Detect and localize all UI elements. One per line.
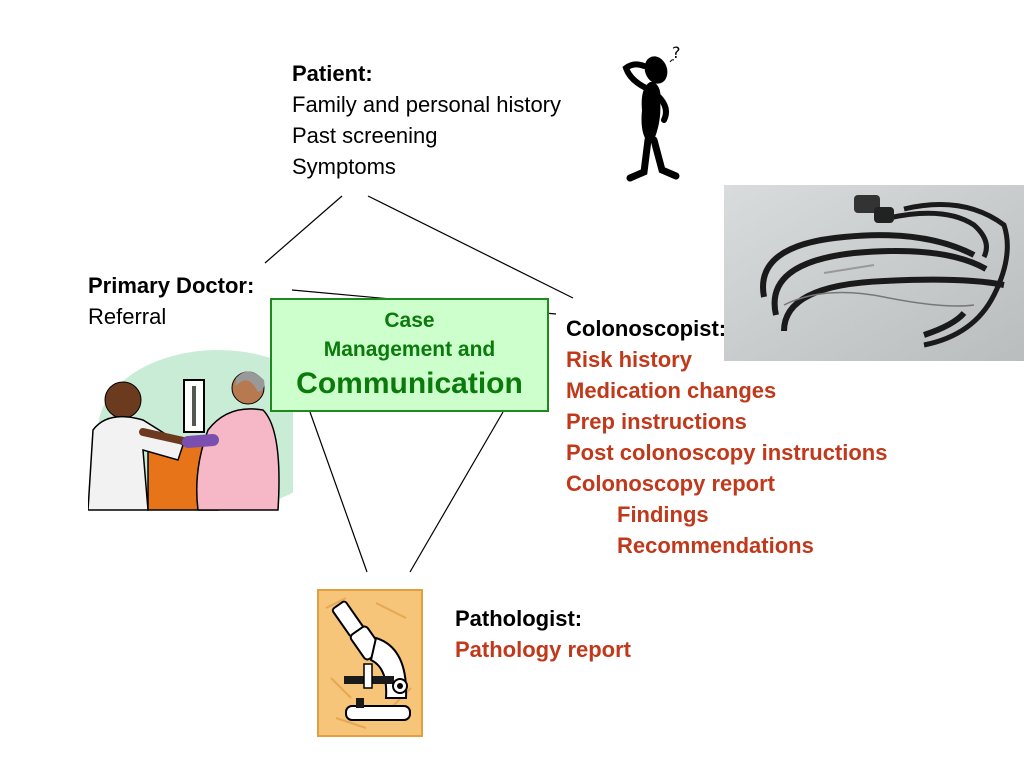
center-line-2: Management and (323, 338, 496, 361)
patient-item: Symptoms (292, 154, 396, 179)
colonoscopist-block: Colonoscopist: Risk history Medication c… (566, 313, 887, 561)
connector-patient-colonoscopist (367, 195, 574, 299)
center-line-3: Communication (296, 367, 523, 400)
colonoscopist-sub-item: Findings (617, 502, 709, 527)
colonoscopist-heading: Colonoscopist: (566, 316, 727, 341)
connector-patient-doctor (264, 195, 343, 264)
microscope-icon (317, 589, 423, 737)
svg-text:?: ? (672, 43, 681, 62)
primary-doctor-heading: Primary Doctor: (88, 273, 255, 298)
connector-doctor-pathologist (309, 411, 368, 573)
connector-colonoscopist-pathologist (409, 411, 504, 573)
case-management-box: Case Management and Communication (270, 298, 549, 412)
center-line-1: Case (384, 309, 435, 332)
pathologist-block: Pathologist: Pathology report (455, 603, 631, 665)
patient-item: Family and personal history (292, 92, 562, 117)
primary-doctor-block: Primary Doctor: Referral (88, 270, 254, 332)
colonoscopist-item: Medication changes (566, 378, 777, 403)
colonoscopist-item: Risk history (566, 347, 692, 372)
patient-item: Past screening (292, 123, 438, 148)
patient-block: Patient: Family and personal history Pas… (292, 58, 561, 182)
colonoscopist-item: Prep instructions (566, 409, 747, 434)
colonoscopist-item: Colonoscopy report (566, 471, 776, 496)
colonoscopist-sub-item: Recommendations (617, 533, 814, 558)
patient-heading: Patient: (292, 61, 373, 86)
thinking-person-icon: ? (622, 43, 681, 182)
doctor-patient-illustration (88, 350, 293, 515)
pathologist-heading: Pathologist: (455, 606, 583, 631)
colonoscopist-item: Post colonoscopy instructions (566, 440, 888, 465)
primary-doctor-item: Referral (88, 304, 167, 329)
pathologist-item: Pathology report (455, 637, 632, 662)
colonoscope-photo (724, 185, 1024, 361)
